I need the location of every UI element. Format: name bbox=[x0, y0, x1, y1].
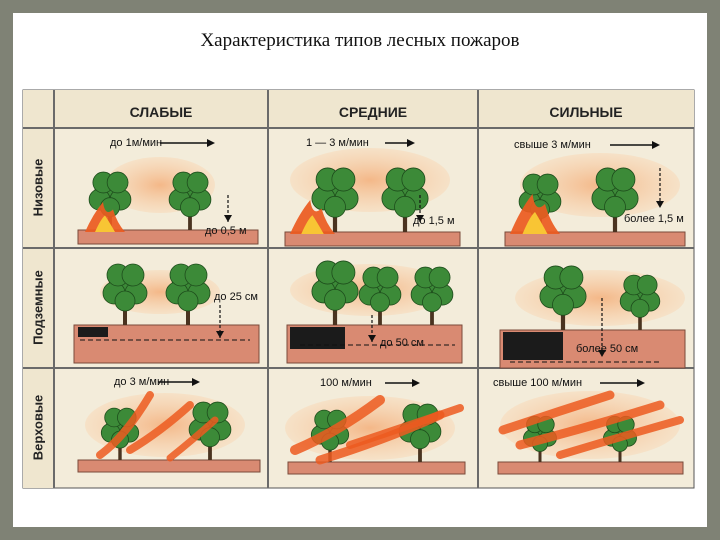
tree-crown bbox=[184, 263, 208, 287]
r1c1-depth-label: до 50 см bbox=[380, 337, 424, 349]
tree bbox=[539, 265, 587, 330]
speed-arrow-head bbox=[652, 141, 660, 149]
tree-crown bbox=[324, 195, 346, 218]
r0c0-speed-label: до 1м/мин bbox=[110, 137, 163, 149]
tree bbox=[165, 263, 211, 325]
tree-crown bbox=[559, 265, 584, 290]
flame-streak bbox=[126, 401, 194, 454]
tree-crown bbox=[106, 171, 129, 194]
speed-arrow-head bbox=[407, 139, 415, 147]
flame-streak bbox=[556, 416, 684, 459]
tree bbox=[358, 266, 402, 325]
dimension-arrow bbox=[656, 201, 664, 208]
dimension-arrow bbox=[368, 335, 376, 342]
tree bbox=[410, 266, 454, 325]
flame-core bbox=[522, 212, 548, 234]
column-header-weak: СЛАБЫЕ bbox=[129, 104, 193, 120]
tree-crown bbox=[376, 266, 399, 289]
flame-streak bbox=[166, 416, 219, 462]
flame-streak bbox=[290, 395, 385, 455]
ground bbox=[73, 324, 260, 364]
speed-arrow-head bbox=[637, 379, 645, 387]
row-label-underground: Подземные bbox=[30, 270, 46, 345]
ground bbox=[77, 229, 259, 245]
burnt-layer bbox=[503, 332, 563, 360]
column-header-strong: СИЛЬНЫЕ bbox=[549, 104, 623, 120]
tree-crown bbox=[630, 298, 650, 318]
flame-core bbox=[301, 215, 324, 234]
ground bbox=[497, 461, 684, 475]
speed-arrow-head bbox=[192, 378, 200, 386]
grid-lines bbox=[23, 90, 694, 488]
tree-crown bbox=[552, 293, 574, 316]
dimension-arrow bbox=[416, 215, 424, 222]
tree bbox=[102, 263, 148, 325]
r0c2-height-label: более 1,5 м bbox=[624, 213, 684, 225]
tree bbox=[591, 167, 639, 232]
tree-crown bbox=[422, 292, 442, 313]
r0c1-speed-label: 1 — 3 м/мин bbox=[306, 137, 369, 149]
ground bbox=[77, 459, 261, 473]
ground bbox=[504, 231, 686, 247]
tree-crown bbox=[121, 263, 145, 287]
burnt-layer bbox=[290, 327, 345, 349]
tree-crown bbox=[536, 173, 559, 196]
row-label-column bbox=[23, 90, 54, 488]
tree-crown bbox=[370, 292, 390, 313]
slide-title: Характеристика типов лесных пожаров bbox=[200, 30, 520, 51]
dimension-arrow bbox=[216, 331, 224, 338]
flame-streak bbox=[96, 391, 154, 459]
ground bbox=[284, 231, 461, 247]
r2c0-speed-label: до 3 м/мин bbox=[114, 376, 170, 388]
tree-crown bbox=[114, 290, 136, 312]
tree-crown bbox=[394, 195, 416, 218]
cells-layer bbox=[73, 139, 686, 475]
r2c2-speed-label: свыше 100 м/мин bbox=[493, 377, 583, 389]
dimension-arrow bbox=[224, 215, 232, 222]
r0c1-height-label: до 1,5 м bbox=[413, 215, 455, 227]
tree-crown bbox=[177, 290, 199, 312]
flame-streak bbox=[515, 400, 665, 450]
flame-streak bbox=[346, 404, 464, 449]
tree-crown bbox=[410, 429, 430, 450]
burnt-layer bbox=[78, 327, 108, 337]
r0c2-speed-label: свыше 3 м/мин bbox=[514, 139, 591, 151]
tree bbox=[311, 260, 359, 325]
row-label-surface: Низовые bbox=[30, 158, 46, 217]
r2c1-speed-label: 100 м/мин bbox=[320, 377, 372, 389]
tree-crown bbox=[636, 274, 658, 296]
tree-crown bbox=[186, 171, 209, 194]
speed-arrow-head bbox=[207, 139, 215, 147]
ground bbox=[287, 461, 466, 475]
tree bbox=[311, 167, 359, 232]
tree-crown bbox=[331, 167, 356, 192]
tree-crown bbox=[331, 260, 356, 285]
tree-crown bbox=[611, 167, 636, 192]
row-label-crown: Верховые bbox=[30, 394, 46, 461]
header-row bbox=[54, 90, 694, 128]
tree bbox=[619, 274, 661, 330]
speed-arrow-head bbox=[412, 379, 420, 387]
dimension-arrow bbox=[598, 350, 606, 357]
column-header-medium: СРЕДНИЕ bbox=[338, 104, 408, 120]
tree-crown bbox=[324, 288, 346, 311]
r1c0-depth-label: до 25 см bbox=[214, 291, 258, 303]
tree-crown bbox=[428, 266, 451, 289]
r1c2-depth-label: более 50 см bbox=[576, 343, 639, 355]
tree-crown bbox=[604, 195, 626, 218]
flame-streak bbox=[498, 390, 615, 435]
r0c0-height-label: до 0,5 м bbox=[205, 225, 247, 237]
tree-crown bbox=[180, 197, 200, 218]
tree bbox=[88, 171, 132, 230]
flame-core bbox=[95, 215, 115, 232]
tree bbox=[381, 167, 429, 232]
tree bbox=[168, 171, 212, 230]
tree-crown bbox=[401, 167, 426, 192]
